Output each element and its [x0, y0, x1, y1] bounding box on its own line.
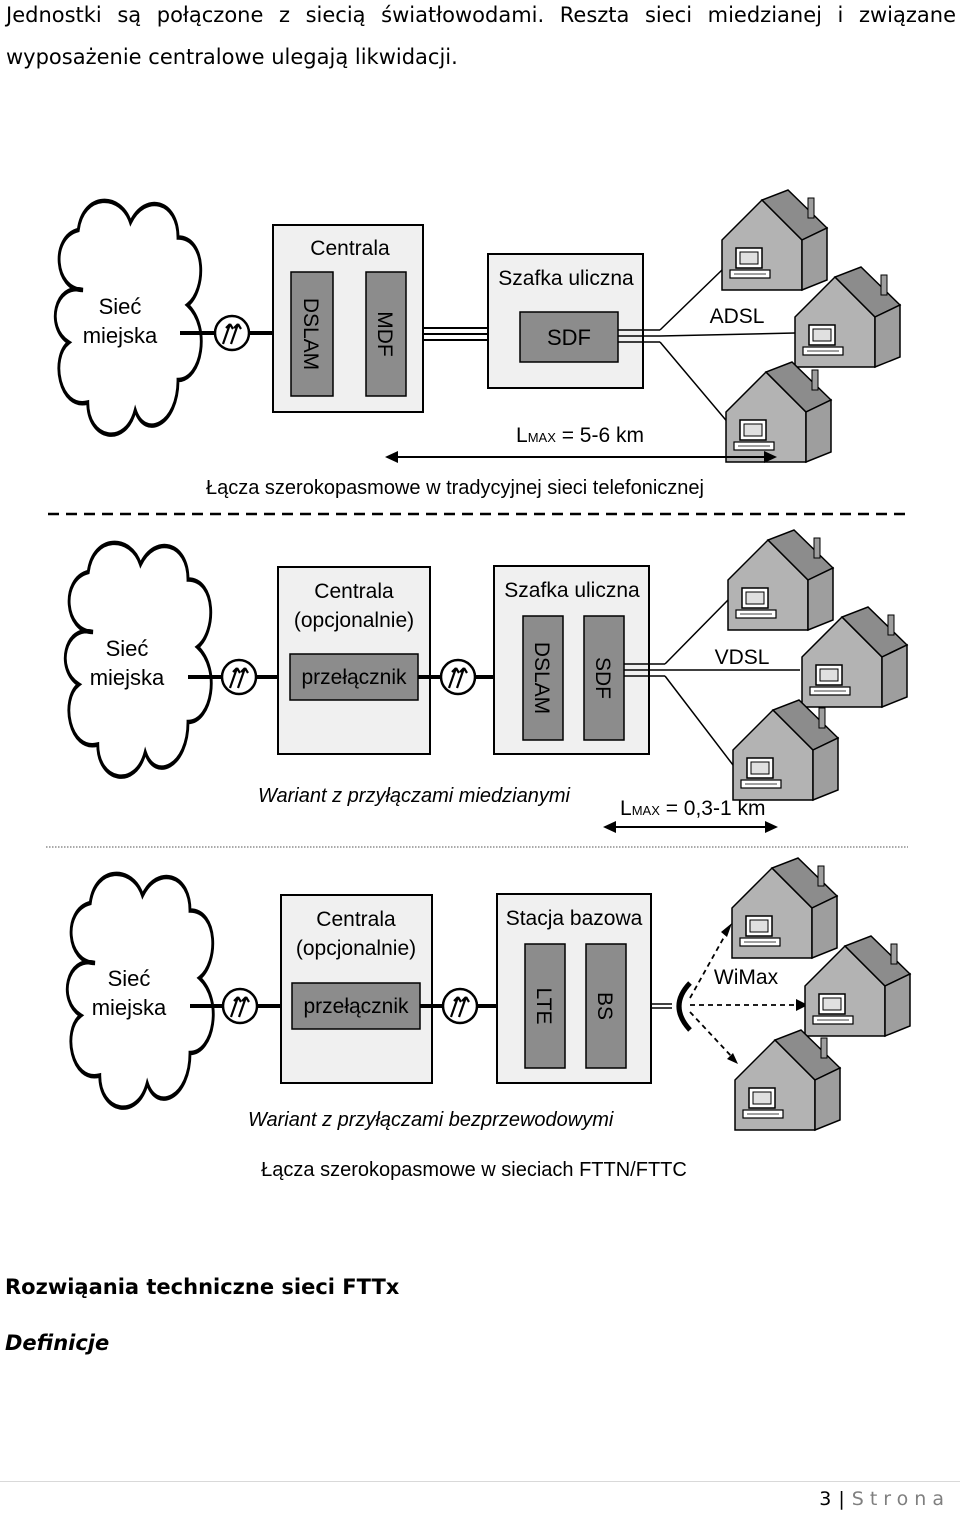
footer-divider	[0, 1481, 960, 1482]
intro-line-2: wyposażenie centralowe ulegają likwidacj…	[6, 45, 458, 69]
city-network-label-1: Sieć	[108, 966, 151, 991]
lmax-label: LMAX = 5-6 km	[516, 424, 644, 447]
variant-wireless-label: Wariant z przyłączami bezprzewodowymi	[248, 1109, 614, 1131]
section-traditional: Sieć miejska Centrala DSLAM MDF Szafka u…	[55, 189, 901, 499]
intro-paragraph: Jednostki są połączone z siecią światłow…	[6, 0, 956, 78]
repeater-icon	[220, 658, 258, 696]
mdf-label: MDF	[373, 311, 396, 357]
repeater-icon	[439, 658, 477, 696]
lte-label: LTE	[532, 988, 555, 1025]
dslam-label: DSLAM	[299, 298, 322, 370]
vdsl-label: VDSL	[715, 646, 770, 669]
sdf-label: SDF	[591, 657, 614, 699]
house-icon	[732, 699, 839, 801]
switch-label: przełącznik	[303, 995, 409, 1018]
page-number: 3	[819, 1488, 833, 1510]
fttx-diagram: Sieć miejska Centrala DSLAM MDF Szafka u…	[46, 189, 911, 1181]
exchange-optional: (opcjonalnie)	[296, 937, 416, 960]
variant-copper-label: Wariant z przyłączami miedzianymi	[258, 785, 570, 807]
dslam-label: DSLAM	[530, 642, 553, 714]
sdf-label: SDF	[547, 325, 591, 350]
house-icon	[721, 189, 828, 291]
exchange-title: Centrala	[314, 580, 394, 603]
city-network-label-1: Sieć	[99, 294, 142, 319]
page-footer: 3|Strona	[819, 1488, 950, 1510]
caption-traditional: Łącza szerokopasmowe w tradycyjnej sieci…	[206, 477, 704, 499]
exchange-title: Centrala	[310, 237, 390, 260]
lmax-label: LMAX = 0,3-1 km	[620, 797, 766, 820]
repeater-icon	[221, 987, 259, 1025]
caption-fttn: Łącza szerokopasmowe w sieciach FTTN/FTT…	[261, 1159, 687, 1181]
intro-line-1: Jednostki są połączone z siecią światłow…	[6, 3, 956, 27]
repeater-icon	[441, 987, 479, 1025]
section-heading: Rozwiąania techniczne sieci FTTx	[5, 1275, 400, 1299]
wimax-label: WiMax	[714, 966, 779, 989]
exchange-title: Centrala	[316, 908, 396, 931]
footer-separator: |	[838, 1488, 846, 1510]
base-station-title: Stacja bazowa	[506, 907, 643, 930]
section-copper-variant: Sieć miejska Centrala (opcjonalnie) prze…	[65, 529, 908, 833]
adsl-label: ADSL	[710, 305, 765, 328]
footer-page-word: Strona	[851, 1488, 950, 1510]
city-network-label-2: miejska	[83, 323, 158, 348]
street-cabinet-title: Szafka uliczna	[504, 579, 640, 602]
city-network-label-2: miejska	[92, 995, 167, 1020]
repeater-icon	[213, 314, 251, 352]
street-cabinet-title: Szafka uliczna	[498, 267, 634, 290]
house-icon	[734, 1029, 841, 1131]
switch-label: przełącznik	[301, 666, 407, 689]
antenna-icon	[676, 981, 692, 1032]
subsection-heading: Definicje	[5, 1331, 110, 1355]
house-icon	[731, 857, 838, 959]
section-wireless-variant: Sieć miejska Centrala (opcjonalnie) prze…	[67, 857, 911, 1181]
city-network-label-1: Sieć	[106, 636, 149, 661]
city-network-label-2: miejska	[90, 665, 165, 690]
house-icon	[725, 361, 832, 463]
bs-label: BS	[593, 992, 616, 1020]
house-icon	[727, 529, 834, 631]
exchange-optional: (opcjonalnie)	[294, 609, 414, 632]
